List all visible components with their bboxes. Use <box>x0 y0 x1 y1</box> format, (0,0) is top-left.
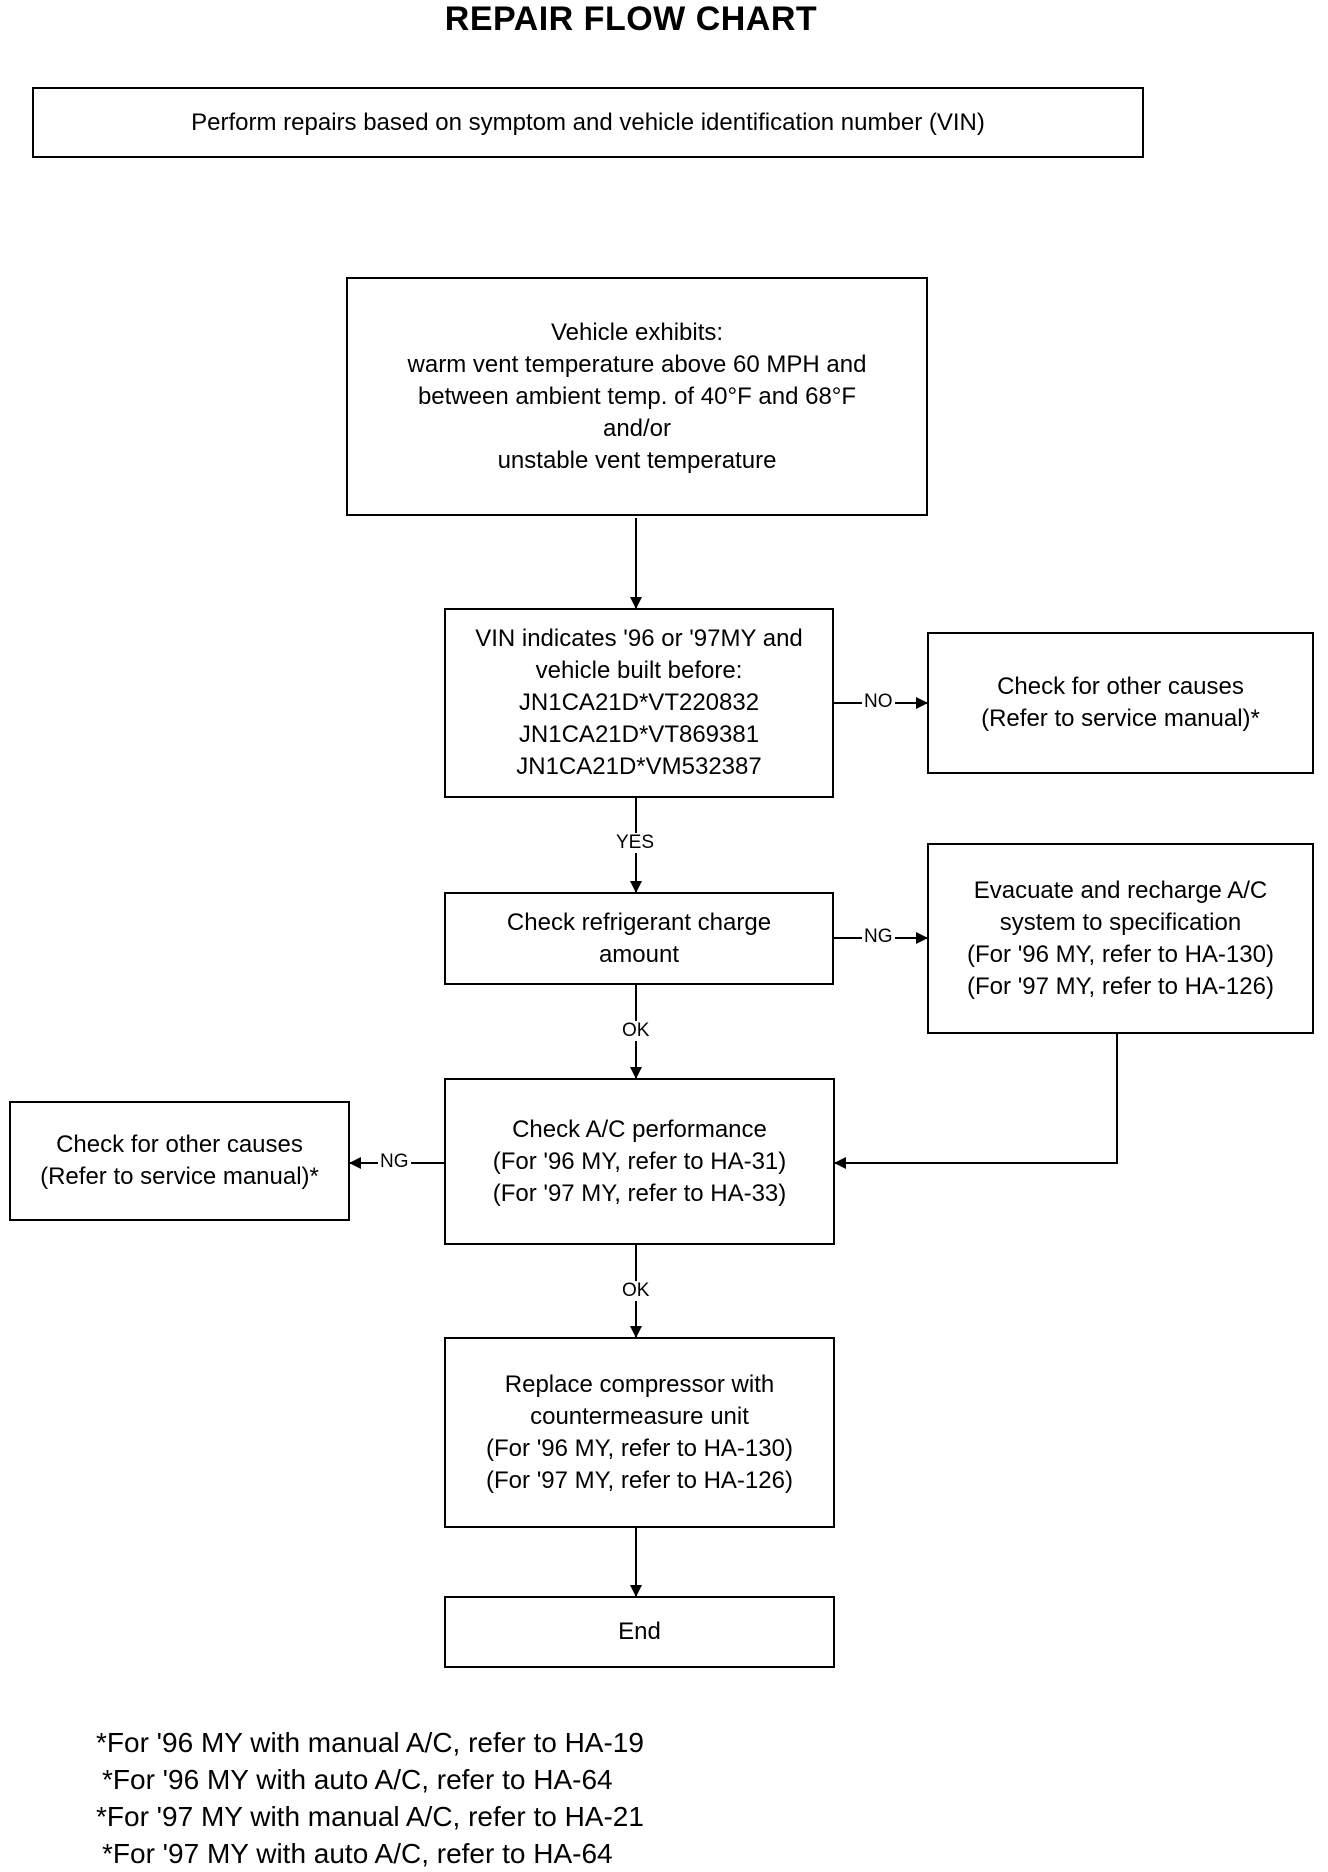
node-vehicle-exhibits-line: and/or <box>602 414 672 442</box>
node-check-ac-performance-line: (For '97 MY, refer to HA-33) <box>492 1179 787 1207</box>
footnote: *For '97 MY with auto A/C, refer to HA-6… <box>102 1838 613 1869</box>
node-evacuate-recharge-line: (For '96 MY, refer to HA-130) <box>967 940 1274 968</box>
arrow-evacuate-return <box>834 1034 1118 1169</box>
node-vehicle-exhibits-line: between ambient temp. of 40°F and 68°F <box>417 382 857 410</box>
node-replace-compressor-line: Replace compressor with <box>504 1370 775 1398</box>
node-vin-check: VIN indicates '96 or '97MY and vehicle b… <box>444 608 834 798</box>
node-replace-compressor-line: (For '96 MY, refer to HA-130) <box>486 1434 793 1462</box>
node-end-text: End <box>618 1618 661 1645</box>
footnotes: *For '96 MY with manual A/C, refer to HA… <box>96 1724 644 1872</box>
node-check-refrigerant-line: amount <box>598 940 680 968</box>
label-ok-refrigerant: OK <box>620 1020 652 1041</box>
label-ng-performance: NG <box>378 1151 411 1172</box>
node-other-causes-right: Check for other causes (Refer to service… <box>927 632 1314 774</box>
node-replace-compressor-line: countermeasure unit <box>530 1402 749 1430</box>
node-check-ac-performance: Check A/C performance (For '96 MY, refer… <box>444 1078 835 1245</box>
node-check-ac-performance-line: (For '96 MY, refer to HA-31) <box>492 1147 787 1175</box>
footnote: *For '96 MY with manual A/C, refer to HA… <box>96 1727 644 1758</box>
footnote: *For '97 MY with manual A/C, refer to HA… <box>96 1801 644 1832</box>
node-vehicle-exhibits: Vehicle exhibits: warm vent temperature … <box>346 277 928 516</box>
footnote: *For '96 MY with auto A/C, refer to HA-6… <box>102 1764 613 1795</box>
node-vin-check-line: vehicle built before: <box>535 657 743 684</box>
node-other-causes-right-line: Check for other causes <box>997 673 1244 700</box>
node-other-causes-right-line: (Refer to service manual)* <box>981 705 1260 732</box>
label-ok-performance: OK <box>620 1280 652 1301</box>
node-replace-compressor: Replace compressor with countermeasure u… <box>444 1337 835 1528</box>
label-yes: YES <box>614 832 657 853</box>
label-ng-refrigerant: NG <box>862 926 895 947</box>
node-evacuate-recharge-line: (For '97 MY, refer to HA-126) <box>967 972 1274 1000</box>
node-vin-check-line: JN1CA21D*VM532387 <box>516 753 762 780</box>
node-check-refrigerant: Check refrigerant charge amount <box>444 892 834 985</box>
node-replace-compressor-line: (For '97 MY, refer to HA-126) <box>486 1466 793 1494</box>
node-other-causes-left: Check for other causes (Refer to service… <box>9 1101 350 1221</box>
node-vin-check-line: JN1CA21D*VT220832 <box>518 689 760 716</box>
node-vehicle-exhibits-line: unstable vent temperature <box>497 446 777 474</box>
node-check-refrigerant-line: Check refrigerant charge <box>506 908 772 936</box>
node-vin-check-line: VIN indicates '96 or '97MY and <box>475 625 803 652</box>
node-other-causes-left-line: Check for other causes <box>56 1131 303 1158</box>
node-other-causes-left-line: (Refer to service manual)* <box>40 1163 319 1190</box>
node-check-ac-performance-line: Check A/C performance <box>512 1115 767 1143</box>
node-evacuate-recharge: Evacuate and recharge A/C system to spec… <box>927 843 1314 1034</box>
node-vin-check-line: JN1CA21D*VT869381 <box>518 721 760 748</box>
node-perform-repairs: Perform repairs based on symptom and veh… <box>32 87 1144 158</box>
chart-title: REPAIR FLOW CHART <box>444 0 818 38</box>
node-vehicle-exhibits-line: warm vent temperature above 60 MPH and <box>407 350 867 378</box>
node-evacuate-recharge-line: system to specification <box>999 908 1242 936</box>
node-perform-repairs-text: Perform repairs based on symptom and veh… <box>191 108 985 136</box>
node-evacuate-recharge-line: Evacuate and recharge A/C <box>973 876 1268 904</box>
label-no: NO <box>862 691 895 712</box>
node-end: End <box>444 1596 835 1668</box>
node-vehicle-exhibits-line: Vehicle exhibits: <box>550 318 724 346</box>
